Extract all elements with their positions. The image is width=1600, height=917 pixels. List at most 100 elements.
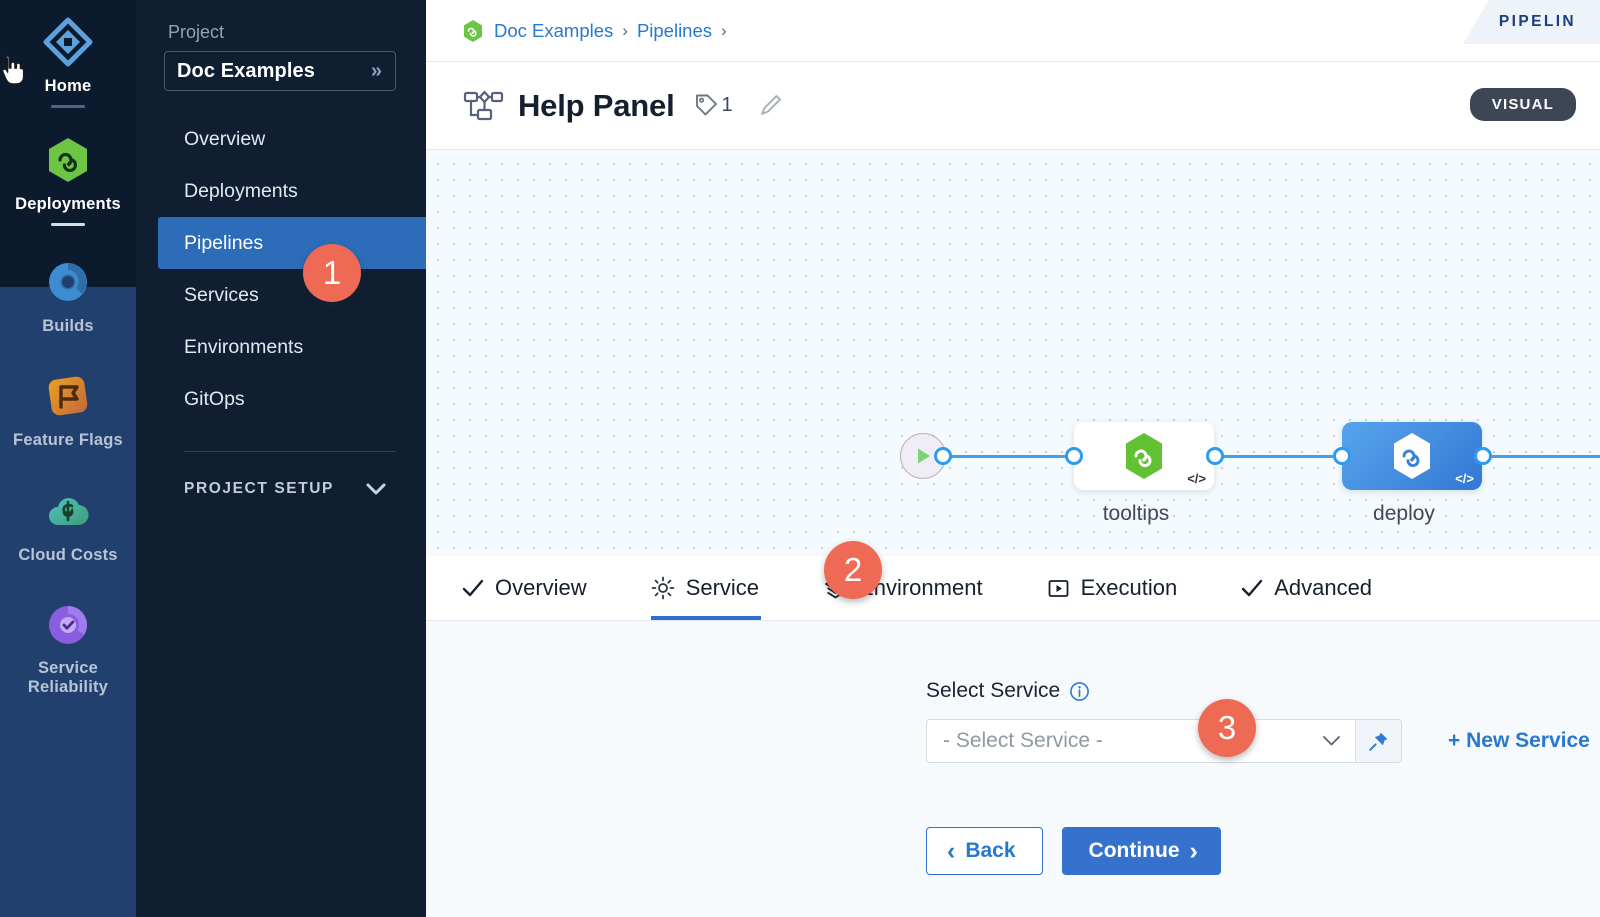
continue-button[interactable]: Continue ›	[1061, 827, 1221, 875]
sidebar-item-label: Services	[184, 283, 259, 306]
stage-label-tooltips: tooltips	[1102, 502, 1170, 525]
tab-overview[interactable]: Overview	[462, 556, 587, 620]
back-button-label: Back	[965, 839, 1016, 862]
rail-label: Service Reliability	[27, 658, 109, 697]
pipeline-canvas[interactable]: </> tooltips </> deploy + Add Stage	[426, 150, 1600, 556]
tab-label: Overview	[495, 575, 587, 600]
sidebar-project-setup-toggle[interactable]: PROJECT SETUP	[136, 480, 426, 498]
rail-item-home[interactable]: Home	[0, 0, 136, 109]
project-setup-label: PROJECT SETUP	[184, 480, 334, 497]
callout-number: 3	[1217, 709, 1237, 746]
chevron-down-icon	[1323, 736, 1340, 746]
rail-label: Builds	[42, 317, 94, 336]
continue-button-label: Continue	[1088, 839, 1180, 862]
cloud-costs-icon	[49, 497, 89, 525]
chevron-right-icon: ›	[1189, 836, 1198, 865]
edit-pencil-icon[interactable]	[757, 92, 784, 119]
rail-active-underline	[51, 105, 85, 109]
deployments-hexagon-icon	[1126, 433, 1162, 479]
rail-item-builds[interactable]: Builds	[0, 226, 136, 336]
project-label: Project	[168, 22, 225, 42]
select-service-label-group: Select Service	[926, 679, 1600, 703]
wire-tooltips-to-deploy	[1206, 455, 1354, 458]
code-mark-icon: </>	[1455, 471, 1474, 486]
sidebar-item-services[interactable]: Services	[136, 269, 426, 321]
sidebar-item-gitops[interactable]: GitOps	[136, 373, 426, 425]
sidebar-item-label: Pipelines	[184, 231, 264, 254]
back-button[interactable]: ‹ Back	[926, 827, 1043, 875]
rail-item-service-reliability[interactable]: Service Reliability	[0, 565, 136, 698]
callout-badge-2: 2	[824, 541, 882, 599]
new-service-link[interactable]: + New Service	[1448, 729, 1590, 752]
info-icon[interactable]	[1069, 681, 1090, 702]
project-sidebar: Project Doc Examples » Overview Deployme…	[136, 0, 426, 917]
service-reliability-icon	[49, 605, 87, 644]
thumbtack-pin-icon	[1369, 732, 1388, 751]
sidebar-item-label: Environments	[184, 335, 304, 358]
pin-service-button[interactable]	[1356, 719, 1402, 763]
port-dot-deploy-out[interactable]	[1474, 447, 1492, 465]
service-select-value: - Select Service -	[943, 729, 1103, 752]
add-stage-label: Add Stage	[1579, 501, 1600, 525]
tab-label: Service	[685, 575, 760, 600]
deployments-hexagon-icon	[49, 138, 87, 183]
wire-start-to-tooltips	[934, 455, 1084, 458]
rail-item-feature-flags[interactable]: Feature Flags	[0, 336, 136, 450]
callout-number: 1	[322, 254, 342, 291]
port-dot-start-out[interactable]	[934, 447, 952, 465]
service-select-dropdown[interactable]: - Select Service -	[926, 719, 1356, 763]
select-service-row: - Select Service - + New Service	[926, 719, 1600, 763]
view-mode-badge[interactable]: VISUAL	[1469, 88, 1576, 121]
tag-count-group[interactable]: 1	[693, 93, 733, 119]
page-title: Help Panel	[518, 87, 675, 123]
stage-node-tooltips[interactable]: </>	[1074, 422, 1214, 490]
sidebar-item-overview[interactable]: Overview	[136, 113, 426, 165]
wizard-button-row: ‹ Back Continue ›	[926, 827, 1600, 875]
breadcrumb-separator: ›	[622, 20, 628, 40]
rail-active-underline	[51, 223, 85, 227]
sidebar-item-deployments[interactable]: Deployments	[136, 165, 426, 217]
service-form-pane: Select Service - Select Service -	[426, 621, 1600, 917]
rail-label: Cloud Costs	[18, 545, 118, 564]
rail-label: Deployments	[15, 195, 121, 214]
tab-label: Execution	[1080, 575, 1178, 600]
breadcrumb: Doc Examples › Pipelines › PIPELIN	[426, 0, 1600, 62]
callout-badge-3: 3	[1198, 699, 1256, 757]
tab-advanced[interactable]: Advanced	[1241, 556, 1372, 620]
feature-flags-icon	[48, 377, 88, 416]
stage-node-deploy[interactable]: </>	[1342, 422, 1482, 490]
rail-item-deployments[interactable]: Deployments	[0, 108, 136, 227]
view-mode-label: VISUAL	[1491, 96, 1554, 113]
tag-icon	[695, 94, 717, 115]
start-node[interactable]	[900, 433, 946, 479]
page-header: Help Panel 1 VISUAL	[426, 62, 1600, 150]
pipeline-studio-tab[interactable]: PIPELIN	[1462, 0, 1600, 44]
sidebar-item-label: Deployments	[184, 179, 298, 202]
breadcrumb-item-project[interactable]: Doc Examples	[494, 19, 614, 41]
code-mark-icon: </>	[1187, 471, 1206, 486]
module-rail: Home Deployments Builds	[0, 0, 136, 917]
breadcrumb-item-pipelines[interactable]: Pipelines	[636, 19, 713, 41]
check-icon	[1241, 578, 1263, 598]
sidebar-nav: Overview Deployments Pipelines Services …	[136, 113, 426, 425]
tab-execution[interactable]: Execution	[1047, 556, 1178, 620]
port-dot-tooltips-out[interactable]	[1206, 447, 1224, 465]
wire-deploy-to-addstage	[1474, 455, 1600, 458]
port-dot-tooltips-in[interactable]	[1065, 447, 1083, 465]
breadcrumb-separator-trailing: ›	[721, 20, 727, 40]
tab-service[interactable]: Service	[650, 556, 762, 620]
pipeline-flow-icon	[463, 90, 504, 120]
callout-badge-1: 1	[303, 244, 361, 302]
builds-icon	[49, 263, 87, 302]
project-hexagon-icon	[464, 19, 482, 42]
sidebar-item-environments[interactable]: Environments	[136, 321, 426, 373]
sidebar-divider	[184, 451, 396, 452]
sidebar-item-pipelines[interactable]: Pipelines	[158, 217, 426, 269]
deployments-hexagon-icon	[1394, 433, 1430, 479]
play-box-icon	[1047, 577, 1070, 600]
rail-item-cloud-costs[interactable]: Cloud Costs	[0, 451, 136, 565]
rail-label: Feature Flags	[13, 431, 123, 450]
project-selector[interactable]: Doc Examples »	[164, 51, 396, 91]
port-dot-deploy-in[interactable]	[1333, 447, 1351, 465]
stage-label-deploy: deploy	[1373, 502, 1435, 525]
